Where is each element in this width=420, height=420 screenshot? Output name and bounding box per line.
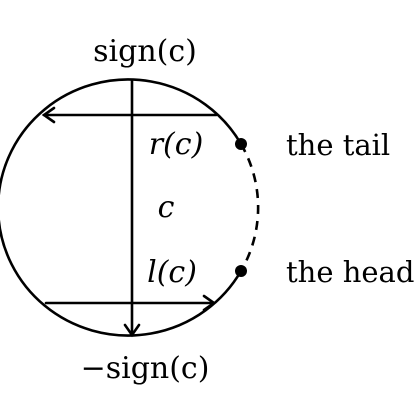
top-chord-arrowhead: [41, 106, 56, 124]
bottom-chord-arrowhead: [202, 294, 217, 312]
head-dot: [235, 265, 247, 277]
label-bottom-sign: −sign(c): [81, 351, 210, 386]
label-head: the head: [286, 255, 414, 289]
circle-solid-arc: [0, 78, 243, 337]
label-tail: the tail: [286, 128, 390, 162]
label-r-of-c: r(c): [149, 127, 204, 162]
circle-dashed-arc: [239, 143, 260, 272]
vertical-axis-arrowhead: [123, 323, 141, 338]
label-top-sign: sign(c): [93, 34, 197, 69]
label-center-c: c: [158, 190, 175, 225]
label-l-of-c: l(c): [147, 255, 197, 290]
tail-dot: [235, 138, 247, 150]
